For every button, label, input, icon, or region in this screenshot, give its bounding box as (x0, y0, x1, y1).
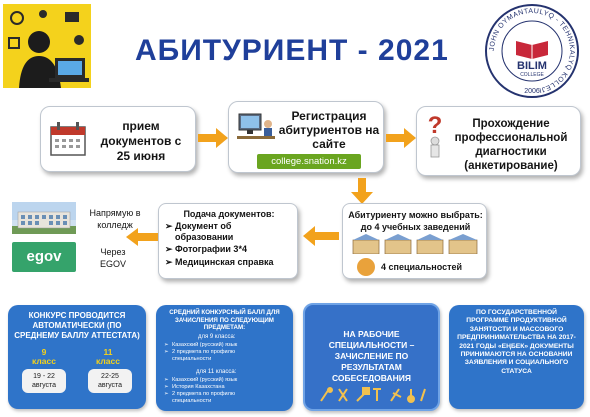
arrow-down (351, 178, 373, 204)
list-item: ➢Казахский (русский) язык (164, 377, 238, 383)
card-working-specialties-text: НА РАБОЧИЕ СПЕЦИАЛЬНОСТИ – ЗАЧИСЛЕНИЕ ПО… (328, 329, 415, 383)
specialties-text: 4 специальностей (381, 262, 463, 272)
submit-documents-title: Подача документов: (183, 209, 275, 219)
logo-name: BILIM (517, 60, 547, 72)
step-choose-colleges-text: Абитуриенту можно выбрать: до 4 учебных … (348, 210, 483, 232)
arrow-right-1 (198, 128, 228, 148)
card-automatic-contest: КОНКУРС ПРОВОДИТСЯ АВТОМАТИЧЕСКИ (ПО СРЕ… (8, 305, 146, 409)
channel-direct-text: Напрямую в колледж (89, 208, 141, 230)
logo-subtitle: COLLEGE (520, 72, 544, 78)
grade11-label: для 11 класса: (196, 369, 237, 375)
grade9-label: для 9 класса: (198, 334, 236, 340)
page-title: АБИТУРИЕНТ - 2021 (135, 34, 449, 67)
list-item: ➢2 предмета по профилю специальности (164, 391, 236, 404)
list-item: ➢Казахский (русский) язык (164, 342, 238, 348)
site-badge[interactable]: college.snation.kz (257, 154, 361, 169)
bilim-college-logo: JOHN OYMANTAULYQ - TEHNIKALYQ KOLLEJI BI… (482, 3, 582, 99)
svg-text:?: ? (428, 113, 443, 139)
grade11-subject-list: ➢Казахский (русский) язык ➢История Казах… (164, 377, 290, 405)
calendar-icon (49, 119, 89, 159)
grade11-number: 11 (103, 347, 113, 357)
card-working-specialties: НА РАБОЧИЕ СПЕЦИАЛЬНОСТИ – ЗАЧИСЛЕНИЕ ПО… (303, 303, 440, 411)
logo-year: 2006 (524, 88, 540, 95)
tools-icon (317, 387, 427, 403)
card-state-program: ПО ГОСУДАРСТВЕННОЙ ПРОГРАММЕ ПРОДУКТИВНО… (449, 305, 584, 409)
step-diagnostics: ? Прохождение профессиональной диагности… (416, 106, 581, 176)
step-receive-documents: прием документов с 25 июня (40, 106, 196, 172)
arrow-left-2 (126, 228, 158, 246)
grade9-word: класс (32, 356, 56, 366)
buildings-icon (351, 234, 481, 255)
card-state-program-text: ПО ГОСУДАРСТВЕННОЙ ПРОГРАММЕ ПРОДУКТИВНО… (457, 309, 576, 375)
step-receive-documents-text: прием документов с 25 июня (100, 119, 182, 163)
college-building-photo (12, 202, 76, 234)
step-registration: Регистрация абитуриентов на сайте colleg… (228, 101, 384, 173)
grade9-number: 9 (41, 347, 47, 357)
list-item: ➢История Казахстана (164, 384, 225, 390)
date-grade9: 19 - 22 августа (22, 369, 66, 393)
egov-logo: egov (12, 242, 76, 272)
question-mark-figure-icon: ? (421, 112, 451, 163)
card-average-score: СРЕДНИЙ КОНКУРСНЫЙ БАЛЛ ДЛЯ ЗАЧИСЛЕНИЯ П… (156, 305, 293, 411)
specialties-icon (357, 258, 375, 276)
arrow-right-2 (386, 128, 416, 148)
list-item: ➢Медицинская справка (165, 257, 274, 267)
student-computer-illustration (3, 4, 91, 88)
step-choose-colleges: Абитуриенту можно выбрать: до 4 учебных … (342, 203, 487, 279)
date-grade11: 22-25 августа (88, 369, 132, 393)
card-average-score-title: СРЕДНИЙ КОНКУРСНЫЙ БАЛЛ ДЛЯ ЗАЧИСЛЕНИЯ П… (169, 309, 280, 332)
card-automatic-contest-text: КОНКУРС ПРОВОДИТСЯ АВТОМАТИЧЕСКИ (ПО СРЕ… (14, 311, 140, 340)
list-item: ➢Фотографии 3*4 (165, 244, 247, 254)
arrow-left-1 (303, 226, 339, 246)
step-registration-text: Регистрация абитуриентов на сайте (278, 109, 380, 151)
channel-egov-text: Через EGOV (99, 247, 126, 269)
list-item: ➢2 предмета по профилю специальности (164, 349, 236, 362)
submit-documents-list: ➢Документ об образовании ➢Фотографии 3*4… (165, 221, 295, 268)
grade11-word: класс (96, 356, 120, 366)
computer-desk-icon (235, 110, 277, 150)
grade9-subject-list: ➢Казахский (русский) язык ➢2 предмета по… (164, 342, 290, 363)
step-diagnostics-text: Прохождение профессиональной диагностики… (454, 118, 568, 172)
step-submit-documents: Подача документов: ➢Документ об образова… (158, 203, 298, 279)
list-item: ➢Документ об образовании (165, 221, 234, 242)
